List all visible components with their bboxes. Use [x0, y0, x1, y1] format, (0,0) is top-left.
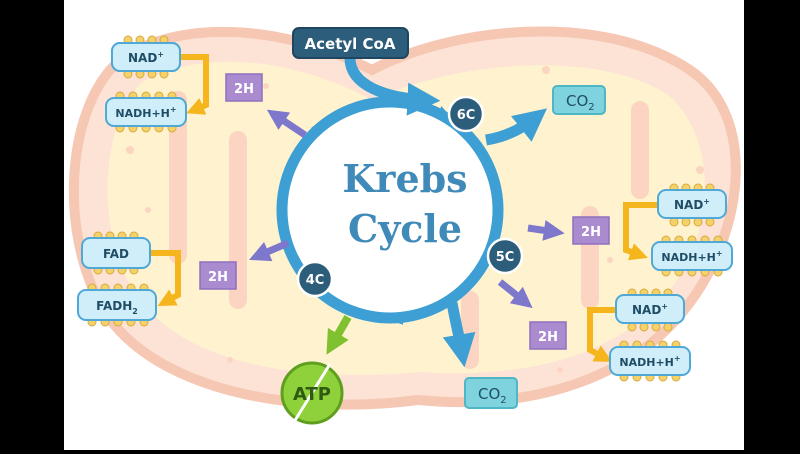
carrier-fad: FAD	[81, 231, 151, 275]
carrier-nadh-top-left: NADH+H+	[105, 91, 187, 133]
node-6c: 6C	[447, 95, 485, 133]
atp-arrow	[326, 315, 352, 355]
carrier-conversion-arrows	[150, 54, 660, 362]
co2-label-top: CO2	[566, 92, 595, 113]
carrier-nad-top-left: NAD+	[111, 35, 181, 79]
carrier-nadh-right-upper: NADH+H+	[651, 235, 733, 277]
carrier-nadh-right-lower: NADH+H+	[609, 340, 691, 382]
svg-text:5C: 5C	[496, 250, 515, 265]
cycle-title-line1: Krebs	[342, 156, 467, 201]
svg-text:NADH+H+: NADH+H+	[115, 105, 176, 120]
co2-arrow-top	[484, 108, 548, 146]
svg-text:NAD+: NAD+	[674, 197, 710, 212]
svg-text:NAD+: NAD+	[128, 50, 164, 65]
node-5c: 5C	[486, 237, 524, 275]
hydrogen-arrows	[249, 109, 565, 309]
hydrogen-box-right-upper: 2H	[572, 216, 610, 245]
atp-molecule: ATP	[280, 361, 344, 425]
co2-label-bottom: CO2	[478, 385, 507, 406]
carrier-nad-right-lower: NAD+	[615, 288, 685, 332]
svg-text:2H: 2H	[538, 330, 558, 345]
co2-box-top: CO2	[552, 85, 606, 115]
svg-text:FADH2: FADH2	[96, 299, 138, 316]
hydrogen-box-right-lower: 2H	[529, 321, 567, 350]
co2-box-bottom: CO2	[464, 377, 518, 409]
svg-text:FAD: FAD	[103, 247, 129, 261]
svg-text:NADH+H+: NADH+H+	[619, 354, 680, 369]
cycle-title-line2: Cycle	[348, 206, 462, 251]
acetyl-coa-label: Acetyl CoA	[305, 35, 396, 53]
carrier-fadh2: FADH2	[77, 283, 157, 327]
co2-arrow-bottom	[442, 302, 476, 368]
svg-text:2H: 2H	[581, 225, 601, 240]
acetyl-coa-box	[292, 27, 409, 59]
carrier-nad-right-upper: NAD+	[657, 183, 727, 227]
svg-text:2H: 2H	[208, 270, 228, 285]
acetyl-entry-arrow	[344, 57, 441, 116]
atp-label: ATP	[293, 384, 331, 405]
svg-text:NADH+H+: NADH+H+	[661, 249, 722, 264]
svg-text:4C: 4C	[306, 273, 325, 288]
hydrogen-box-left: 2H	[199, 261, 237, 290]
svg-text:6C: 6C	[457, 108, 476, 123]
svg-text:NAD+: NAD+	[632, 302, 668, 317]
hydrogen-box-top-left: 2H	[225, 73, 263, 102]
node-4c: 4C	[296, 260, 334, 298]
svg-text:2H: 2H	[234, 82, 254, 97]
